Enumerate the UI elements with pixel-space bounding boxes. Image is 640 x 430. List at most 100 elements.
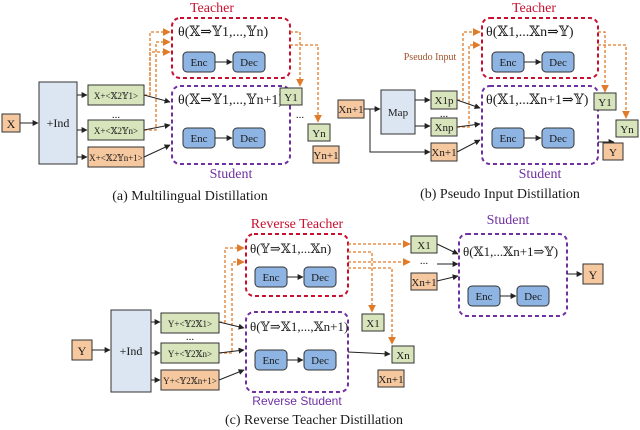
output-xn1-c bbox=[377, 369, 405, 388]
output-yn-a bbox=[307, 123, 331, 142]
tagged-y-1 bbox=[160, 312, 220, 334]
tagged-input-n1-label: X+<𝕏2𝕐n+1> bbox=[89, 153, 143, 163]
pseudo-dots: ... bbox=[440, 108, 449, 120]
student-input-xn1-label: Xn+1 bbox=[411, 277, 436, 289]
pseudo-x1-label: X1p bbox=[435, 95, 454, 107]
output-yn1-a bbox=[312, 145, 340, 164]
output-y1-a-label: Y1 bbox=[284, 92, 297, 104]
teacher-theta-b: θ(𝕏1,...𝕏n⇒𝕐) bbox=[486, 25, 574, 40]
student-box-a bbox=[171, 85, 291, 165]
student-input-dots: ... bbox=[420, 255, 429, 267]
input-x-label: X bbox=[7, 117, 16, 131]
output-yn-b-label: Yn bbox=[620, 124, 634, 136]
teacher-enc-c-label: Enc bbox=[262, 272, 279, 284]
teacher-theta-a: θ(𝕏⇒𝕐1,...,𝕐n) bbox=[178, 25, 268, 40]
output-xn-c bbox=[391, 345, 415, 364]
student-input-xn1 bbox=[410, 272, 438, 291]
student-label-b: Student bbox=[519, 167, 562, 182]
output-y1-a bbox=[279, 87, 303, 106]
panel-c: Y +Ind Y+<𝕐2𝕏1> ... Y+<𝕐2𝕏n> Y+<𝕐2𝕏n+1> … bbox=[71, 213, 604, 428]
student-input-x1-label: X1 bbox=[417, 240, 430, 252]
rev-student-dec-label: Dec bbox=[311, 355, 329, 367]
teacher-feed-arrows-a bbox=[144, 28, 171, 131]
teacher-title-c: Reverse Teacher bbox=[251, 217, 344, 232]
teacher-feed-arrows-c bbox=[219, 244, 245, 354]
output-xn1-c-label: Xn+1 bbox=[378, 374, 403, 386]
student-dec-b bbox=[541, 127, 575, 149]
student-box-b bbox=[481, 85, 599, 165]
teacher-enc-a-label: Enc bbox=[190, 57, 207, 69]
map-label: Map bbox=[388, 107, 409, 119]
input-y-label: Y bbox=[78, 344, 87, 358]
student-output-y bbox=[582, 263, 604, 285]
student-dec-a bbox=[232, 127, 266, 149]
teacher-box-b bbox=[481, 17, 599, 79]
ind-box bbox=[38, 81, 78, 165]
output-dots-a: ... bbox=[296, 109, 305, 121]
student-dec-a-label: Dec bbox=[240, 133, 258, 145]
pseudo-xn-label: Xnp bbox=[435, 122, 454, 134]
pseudo-input-label: Pseudo Input bbox=[404, 52, 457, 63]
tagged-y-n-label: Y+<𝕐2𝕏n> bbox=[168, 349, 212, 359]
ind-label-c: +Ind bbox=[120, 344, 143, 358]
output-yn1-a-label: Yn+1 bbox=[313, 150, 338, 162]
student-theta-c: θ(𝕏1,...𝕏n+1⇒𝕐) bbox=[463, 244, 558, 259]
input-xn1-label: Xn+1 bbox=[338, 104, 363, 116]
tagged-input-n-label: X+<𝕏2𝕐n> bbox=[94, 126, 138, 136]
rev-student-label: Reverse Student bbox=[252, 394, 342, 408]
student-enc-c-label: Enc bbox=[475, 291, 492, 303]
teacher-output-arrows-a bbox=[290, 31, 322, 123]
caption-a: (a) Multilingual Distillation bbox=[112, 189, 268, 204]
teacher-title-b: Teacher bbox=[512, 1, 556, 16]
rev-student-dec bbox=[303, 349, 337, 371]
output-y-b-label: Y bbox=[609, 147, 617, 159]
student-enc-a-label: Enc bbox=[190, 133, 207, 145]
output-y1-b-label: Y1 bbox=[598, 97, 611, 109]
teacher-dec-b-label: Dec bbox=[549, 57, 567, 69]
caption-c: (c) Reverse Teacher Distillation bbox=[225, 413, 403, 428]
map-box bbox=[380, 89, 416, 135]
output-y-b bbox=[602, 142, 624, 161]
teacher-output-arrows-c bbox=[348, 240, 411, 345]
caption-b: (b) Pseudo Input Distillation bbox=[420, 187, 580, 202]
teacher-theta-c: θ(𝕐⇒𝕏1,...𝕏n) bbox=[250, 241, 331, 256]
tagged-y-1-label: Y+<𝕐2𝕏1> bbox=[168, 319, 212, 329]
student-label-a: Student bbox=[210, 167, 253, 182]
teacher-dec-c-label: Dec bbox=[311, 272, 329, 284]
student-box-c bbox=[458, 233, 568, 317]
teacher-dec-c bbox=[303, 266, 337, 288]
teacher-feed-arrows-b bbox=[457, 28, 481, 128]
student-dec-b-label: Dec bbox=[549, 133, 567, 145]
teacher-title-a: Teacher bbox=[190, 1, 234, 16]
student-theta-a: θ(𝕏⇒𝕐1,...,𝕐n+1) bbox=[178, 93, 283, 108]
teacher-output-arrows-b bbox=[598, 31, 630, 119]
output-y1-b bbox=[593, 92, 617, 111]
pseudo-xn1-label: Xn+1 bbox=[431, 147, 456, 159]
teacher-box-c bbox=[245, 233, 349, 297]
tagged-dots-c: ... bbox=[186, 331, 195, 343]
tagged-input-1-label: X+<𝕏2𝕐1> bbox=[94, 91, 138, 101]
ind-box-c bbox=[110, 309, 152, 393]
output-x1-c-label: X1 bbox=[366, 318, 379, 330]
rev-student-enc-label: Enc bbox=[262, 355, 279, 367]
teacher-box-a bbox=[171, 17, 291, 79]
student-theta-b: θ(𝕏1,...𝕏n+1⇒𝕐) bbox=[486, 93, 589, 108]
panel-a: X +Ind X+<𝕏2𝕐1> ... X+<𝕏2𝕐n> X+<𝕏2𝕐n+1> … bbox=[1, 1, 340, 204]
teacher-dec-a-label: Dec bbox=[240, 57, 258, 69]
student-output-y-label: Y bbox=[589, 268, 598, 282]
tagged-y-n1-label: Y+<𝕐2𝕏n+1> bbox=[163, 376, 217, 386]
panel-b: Xn+1 Map Pseudo Input X1p ... Xnp Xn+1 T… bbox=[337, 1, 639, 202]
teacher-dec-a bbox=[232, 51, 266, 73]
output-yn-b bbox=[615, 119, 639, 138]
teacher-dec-b bbox=[541, 51, 575, 73]
rev-student-box bbox=[245, 311, 349, 393]
ind-label: +Ind bbox=[47, 116, 70, 130]
output-xn-c-label: Xn bbox=[396, 350, 410, 362]
output-yn-a-label: Yn bbox=[312, 128, 326, 140]
teacher-enc-b-label: Enc bbox=[499, 57, 516, 69]
student-dec-c-label: Dec bbox=[524, 291, 542, 303]
tagged-dots-a: ... bbox=[112, 109, 121, 121]
rev-student-theta: θ(𝕐⇒𝕏1,...,𝕏n+1) bbox=[250, 319, 348, 334]
output-x1-c bbox=[361, 313, 385, 332]
